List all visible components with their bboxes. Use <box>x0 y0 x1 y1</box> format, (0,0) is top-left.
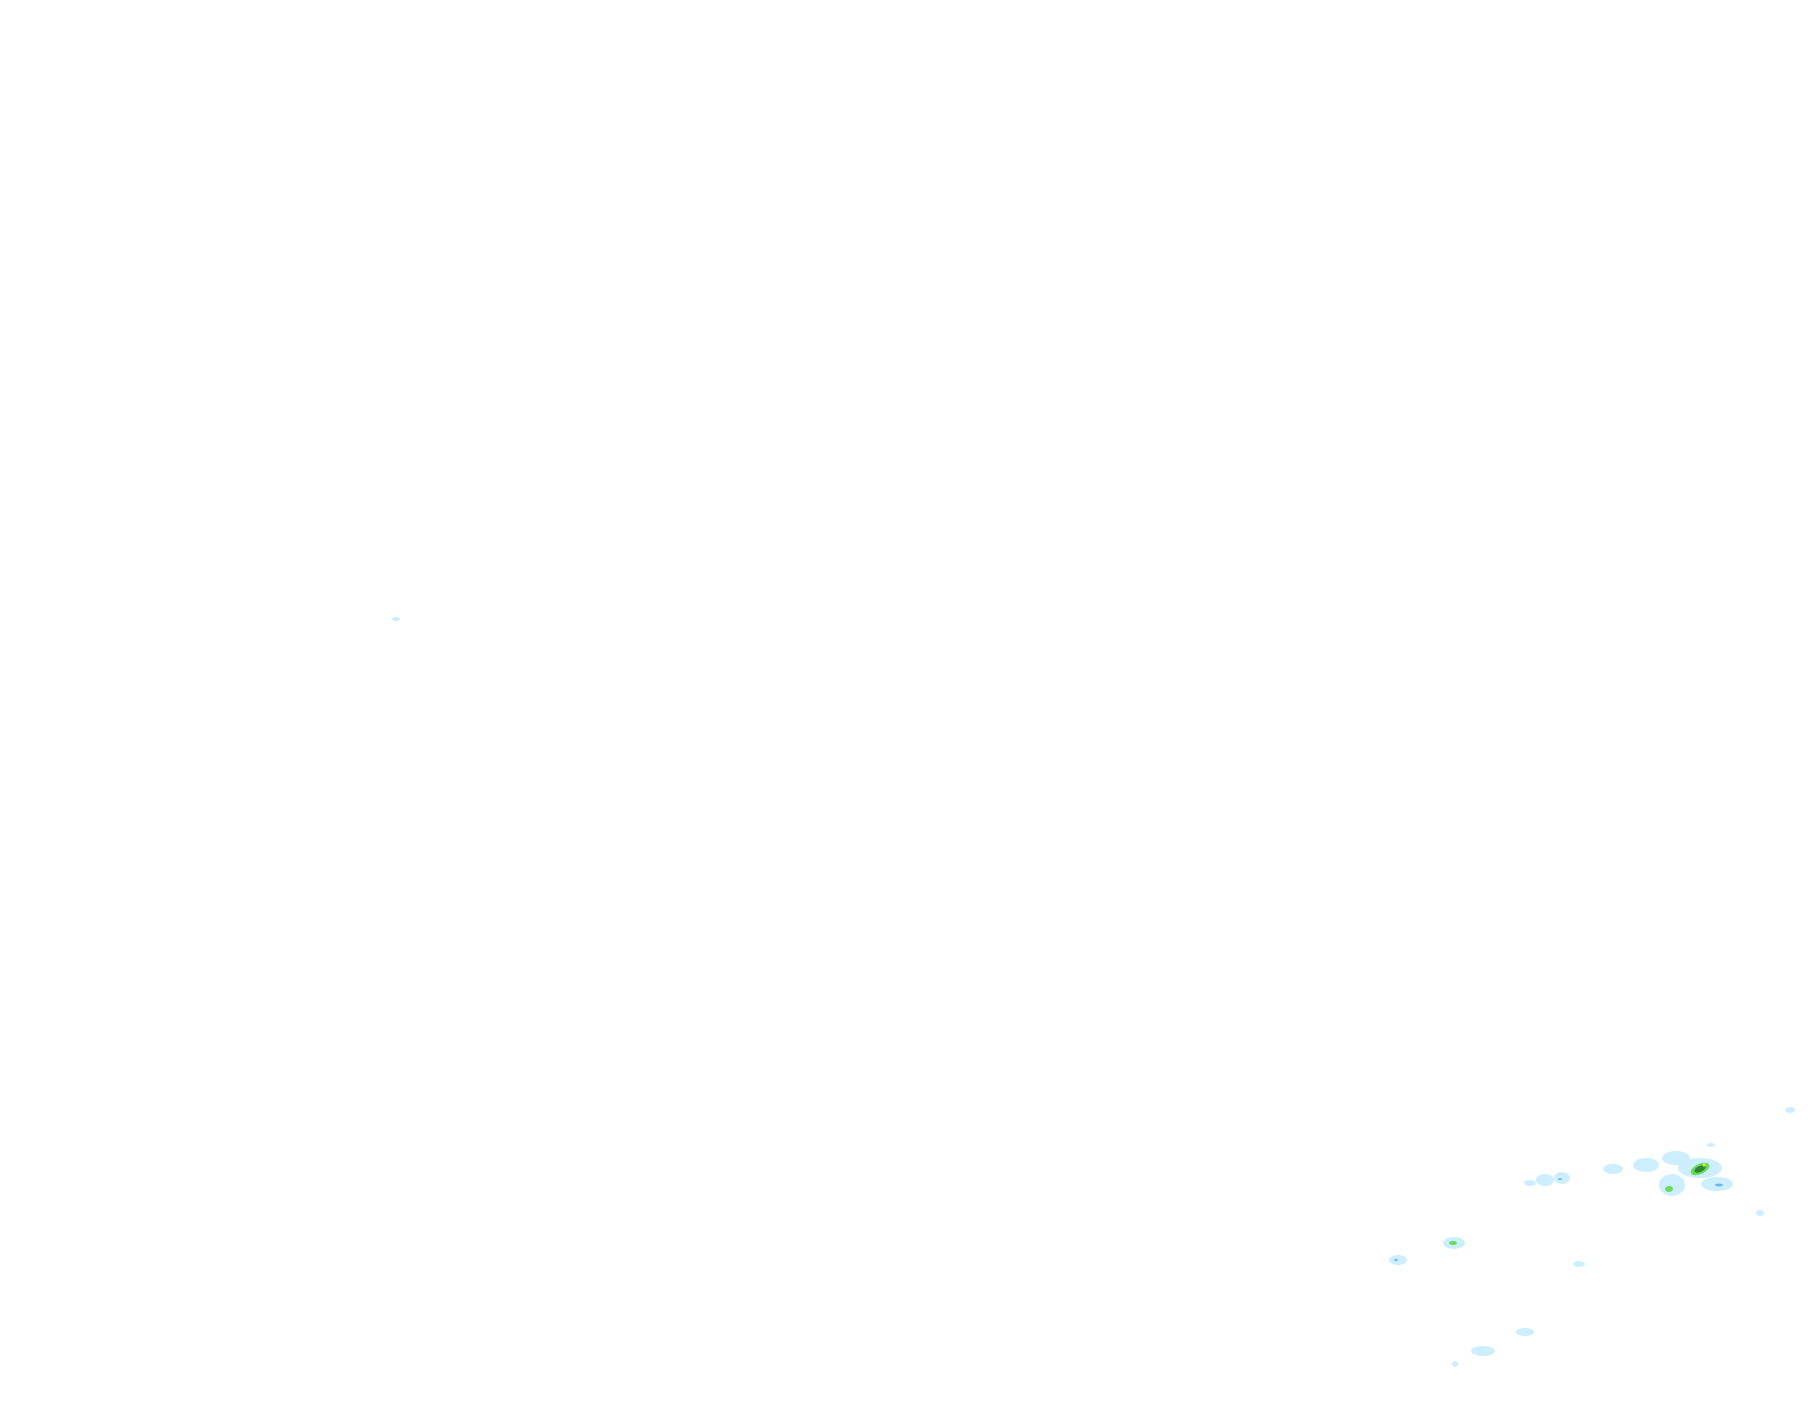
precip-cell <box>1633 1158 1659 1172</box>
precip-cell <box>1394 1259 1398 1261</box>
precip-cell <box>1558 1178 1562 1180</box>
precip-cell <box>1756 1210 1764 1216</box>
precip-cell <box>1603 1164 1623 1174</box>
precip-cell <box>1785 1107 1795 1113</box>
precip-cell <box>1554 1172 1570 1184</box>
precip-cell <box>1449 1241 1457 1245</box>
precip-cell <box>1702 1163 1706 1167</box>
precip-cell <box>1659 1174 1685 1196</box>
precip-cell <box>1573 1261 1585 1267</box>
precip-cell <box>1516 1328 1534 1336</box>
precip-cell <box>1662 1151 1690 1165</box>
precip-cell <box>1471 1346 1495 1356</box>
precip-cell <box>1524 1180 1536 1186</box>
precipitation-cells <box>392 617 1795 1367</box>
precip-cell <box>1707 1143 1715 1147</box>
precip-cell <box>1536 1174 1554 1186</box>
precip-cell <box>1665 1186 1673 1192</box>
precip-cell <box>1715 1183 1723 1187</box>
precip-cell <box>1452 1361 1458 1367</box>
precip-cell <box>1694 1165 1706 1173</box>
precip-cell <box>392 617 400 621</box>
